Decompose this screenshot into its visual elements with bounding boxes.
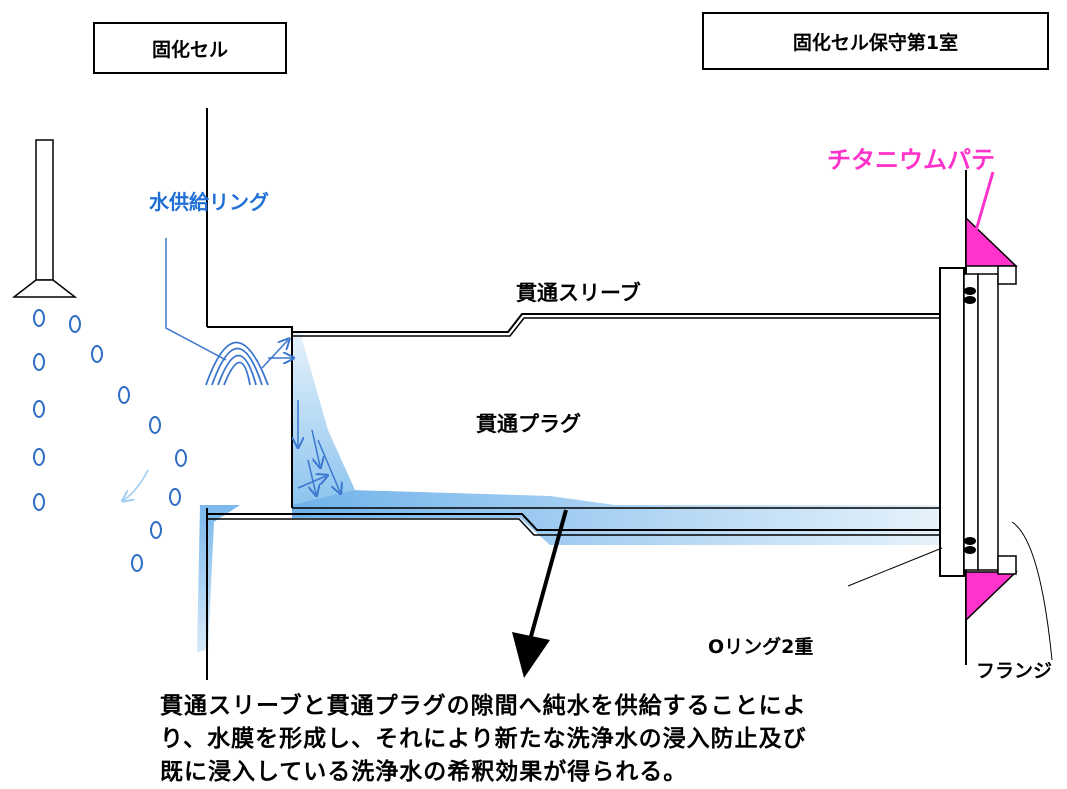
o-ring-icon xyxy=(964,287,976,295)
o-ring-icon xyxy=(964,546,976,554)
face-water-film xyxy=(292,332,355,505)
explanation-arrow-shaft xyxy=(528,509,568,641)
water-ring-leader xyxy=(165,238,227,361)
maintenance-room-label: 固化セル保守第1室 xyxy=(792,31,959,54)
wall-water-film xyxy=(197,505,240,652)
o-ring-leader xyxy=(847,547,943,587)
titanium-putty-label: チタニウムパテ xyxy=(827,146,995,174)
water-droplet-icon xyxy=(150,521,162,539)
water-droplet-icon xyxy=(131,554,143,572)
sleeve-label: 貫通スリーブ xyxy=(516,281,641,305)
water-droplet-icon xyxy=(149,416,161,434)
sleeve-bottom-line-outer xyxy=(207,518,940,536)
flow-arrow-icon xyxy=(311,429,320,466)
water-droplet-icon xyxy=(69,315,81,333)
sleeve-top-line xyxy=(292,313,940,333)
water-supply-ring-label: 水供給リング xyxy=(149,190,269,214)
flange-label: フランジ xyxy=(976,660,1053,682)
maintenance-room-box: 固化セル保守第1室 xyxy=(702,12,1049,70)
water-droplet-icon xyxy=(118,386,130,404)
flow-arrow-icon xyxy=(317,439,340,492)
caption-line: 既に浸入している洗浄水の希釈効果が得られる。 xyxy=(160,759,688,785)
plug-label: 貫通プラグ xyxy=(476,412,581,436)
flange-outer xyxy=(939,267,965,577)
sleeve-bottom-line xyxy=(207,513,940,531)
flange-cap-bottom xyxy=(997,555,1017,575)
flow-arrow-icon xyxy=(307,459,316,494)
caption-line: 貫通スリーブと貫通プラグの隙間へ純水を供給することによ xyxy=(160,693,807,719)
putty-leader xyxy=(973,171,995,235)
flange-inner xyxy=(977,273,999,571)
titanium-putty-bottom xyxy=(965,571,1018,622)
titanium-putty-top xyxy=(965,216,1018,267)
o-ring-icon xyxy=(964,537,976,545)
flow-arrow-icon xyxy=(297,476,326,489)
flange-leader xyxy=(1011,521,1053,661)
flange-cap-top xyxy=(997,265,1017,285)
water-droplet-icon xyxy=(169,488,181,506)
water-droplet-icon xyxy=(175,449,187,467)
water-droplet-icon xyxy=(91,345,103,363)
sleeve-top-line-inner xyxy=(292,317,940,337)
water-droplet-icon xyxy=(33,448,45,466)
water-supply-ring-icon xyxy=(205,341,269,386)
spray-nozzle-icon xyxy=(11,139,78,298)
water-droplet-icon xyxy=(33,493,45,511)
o-ring-icon xyxy=(964,296,976,304)
cell-label-box: 固化セル xyxy=(93,22,287,74)
explanation-caption: 貫通スリーブと貫通プラグの隙間へ純水を供給することによ り、水膜を形成し、それに… xyxy=(160,690,1000,789)
flange-middle xyxy=(963,273,979,571)
sleeve-upper-wall xyxy=(207,326,293,332)
water-droplet-icon xyxy=(33,309,45,327)
caption-line: り、水膜を形成し、それにより新たな洗浄水の浸入防止及び xyxy=(160,726,807,752)
flow-arrows xyxy=(124,340,340,500)
water-droplets xyxy=(33,309,187,572)
flow-arrow-icon xyxy=(124,469,149,500)
explanation-arrow-head xyxy=(512,632,550,678)
cell-label: 固化セル xyxy=(151,38,228,61)
water-droplet-icon xyxy=(33,400,45,418)
o-ring-label: Oリング2重 xyxy=(708,636,814,658)
water-droplet-icon xyxy=(33,353,45,371)
flow-arrow-icon xyxy=(261,340,288,369)
